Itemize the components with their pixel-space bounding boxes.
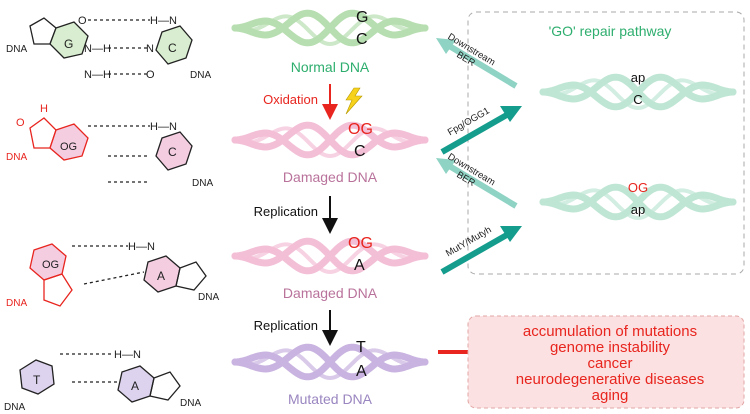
mutated-dna-label: Mutated DNA [288,391,373,407]
dna-label-2: DNA [190,70,211,81]
replication-label-1: Replication [254,204,318,219]
hn-atoms-2: H—N [150,121,177,133]
fpg-arrow [440,106,522,155]
damaged1-dna-label: Damaged DNA [283,169,378,185]
normal-bottom-base: C [356,31,368,48]
helix-normal [231,9,429,47]
helix-mutated-strand [233,348,427,381]
ap-c-top: ap [631,70,645,85]
n-atom: N [146,43,154,55]
lightning-icon [345,87,363,115]
ap-c-bottom: C [633,92,642,107]
hn-atoms-4: H—N [114,349,141,361]
damaged2-bottom-base: A [354,257,365,274]
t-ring [19,359,55,395]
a-five-ring [175,261,207,291]
oxidation-label: Oxidation [263,92,318,107]
dna-label-4: DNA [192,178,213,189]
normal-dna-label: Normal DNA [291,59,370,75]
a-five-ring-row4 [149,371,181,401]
hn-atoms: H—N [150,15,177,27]
dna-helices [231,9,737,381]
hn-atoms-3: H—N [128,241,155,253]
o-atom-2: O [146,69,155,81]
helix-damaged1-strand [233,126,427,159]
repair-pathway-box [467,11,745,275]
a-ring-label: A [157,269,165,283]
consequence-5: aging [592,387,629,404]
dna-label-5: DNA [6,298,27,309]
og-five-ring-row3 [43,273,73,307]
structure-g-c [29,17,193,75]
dna-label-1: DNA [6,44,27,55]
helix-damaged1 [231,121,429,159]
consequence-4: neurodegenerative diseases [516,371,704,388]
dna-label-3: DNA [6,152,27,163]
og-ring-label: OG [60,141,77,153]
helix-damaged2-strand [231,237,429,275]
consequence-1: accumulation of mutations [523,323,697,340]
replication-label-2: Replication [254,318,318,333]
o-atom: O [78,15,87,27]
consequence-2: genome instability [550,339,671,356]
helix-og-ap-strand [539,183,737,221]
g-purine-six-ring [49,21,89,59]
consequences-box [467,315,745,409]
mutated-bottom-base: A [356,363,367,380]
structure-og-c [29,117,150,183]
helix-normal-strand [233,14,427,47]
structure-t-a [19,353,181,403]
helix-ap-c-strand [541,78,735,111]
dna-label-6: DNA [198,292,219,303]
damaged2-top-base: OG [348,235,373,252]
c-pyrimidine-ring [155,25,193,65]
h-atom: H [40,103,48,115]
og-ap-top: OG [628,180,648,195]
downstream-arrow-2 [436,158,518,209]
a-ring-label-2: A [131,379,139,393]
helix-og-ap [539,183,737,221]
nh-atoms: N—H [84,43,111,55]
normal-top-base: G [356,9,368,26]
c-ring-row2 [155,131,193,171]
helix-normal-strand [231,9,429,47]
dna-label-7: DNA [4,402,25,413]
nh-atoms-2: N—H [84,69,111,81]
g-ring-label: G [64,37,73,51]
damaged1-bottom-base: C [354,143,366,160]
c-ring-label: C [168,41,177,55]
muty-arrow [440,226,522,275]
og-ap-bottom: ap [631,202,645,217]
helix-damaged1-strand [231,121,429,159]
consequence-3: cancer [587,355,632,372]
helix-damaged2 [231,237,429,275]
helix-ap-c-strand [539,73,737,111]
repair-pathway-title: 'GO' repair pathway [549,23,672,39]
og-ring-label-2: OG [42,259,59,271]
og-six-ring [49,123,89,161]
damaged1-top-base: OG [348,121,373,138]
helix-damaged2-strand [233,242,427,275]
dna-label-8: DNA [180,398,201,409]
structure-og-a [29,243,207,307]
c-ring-label-2: C [168,145,177,159]
downstream-arrow-1 [436,38,518,89]
helix-og-ap-strand [541,188,735,221]
helix-mutated [231,343,429,381]
helix-ap-c [539,73,737,111]
helix-mutated-strand [231,343,429,381]
damaged2-dna-label: Damaged DNA [283,285,378,301]
t-ring-label: T [33,373,41,387]
o-atom-3: O [16,117,25,129]
mutated-top-base: T [356,339,366,356]
